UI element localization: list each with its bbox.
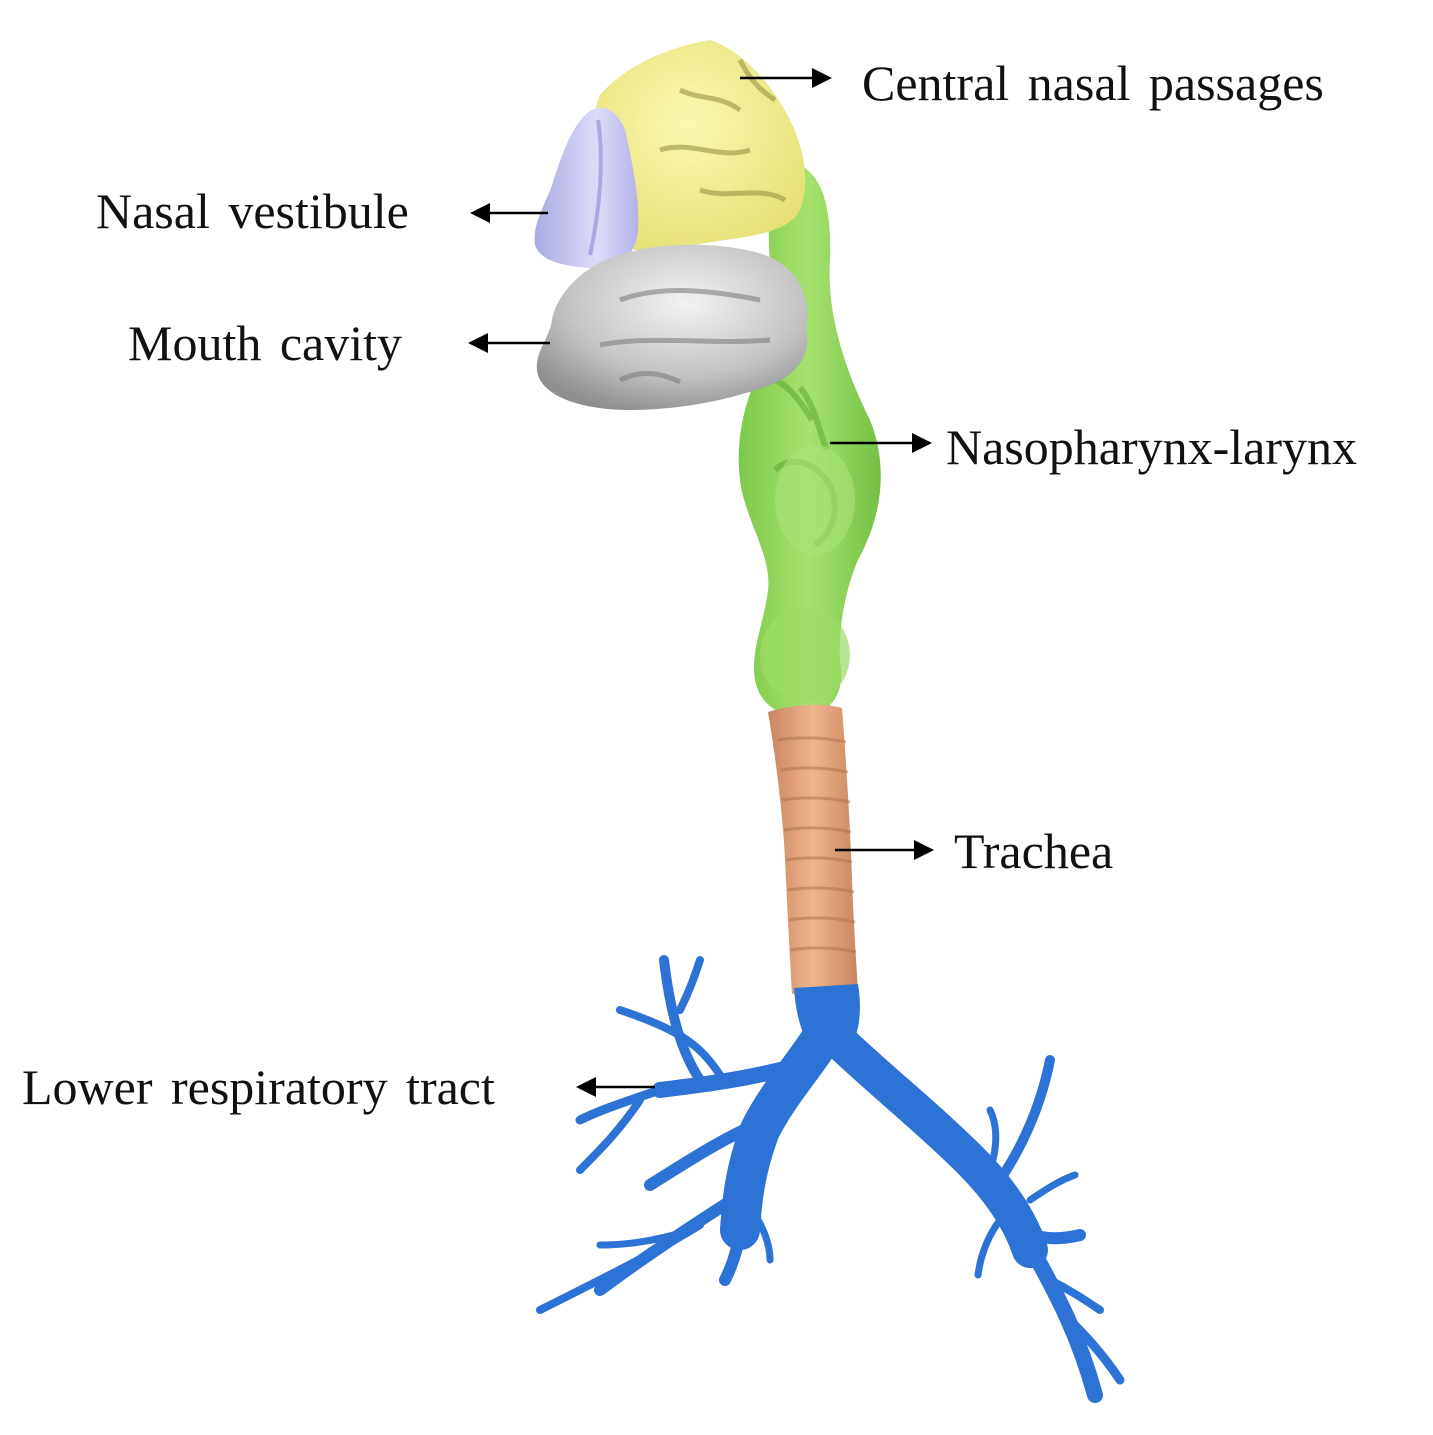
trachea-shape	[768, 704, 858, 994]
label-lower-respiratory-tract: Lower respiratory tract	[22, 1059, 495, 1115]
nasal-vestibule-shape	[534, 107, 639, 269]
label-trachea: Trachea	[954, 823, 1114, 879]
lower-respiratory-tract-shape	[536, 955, 1125, 1403]
label-nasal-vestibule: Nasal vestibule	[96, 183, 409, 239]
mouth-cavity-shape	[536, 244, 808, 410]
label-central-nasal-passages: Central nasal passages	[862, 55, 1324, 111]
nasopharynx-larynx-shape	[738, 160, 881, 717]
label-nasopharynx-larynx: Nasopharynx-larynx	[946, 419, 1357, 475]
label-mouth-cavity: Mouth cavity	[128, 315, 403, 371]
central-nasal-passages-shape	[595, 40, 806, 251]
